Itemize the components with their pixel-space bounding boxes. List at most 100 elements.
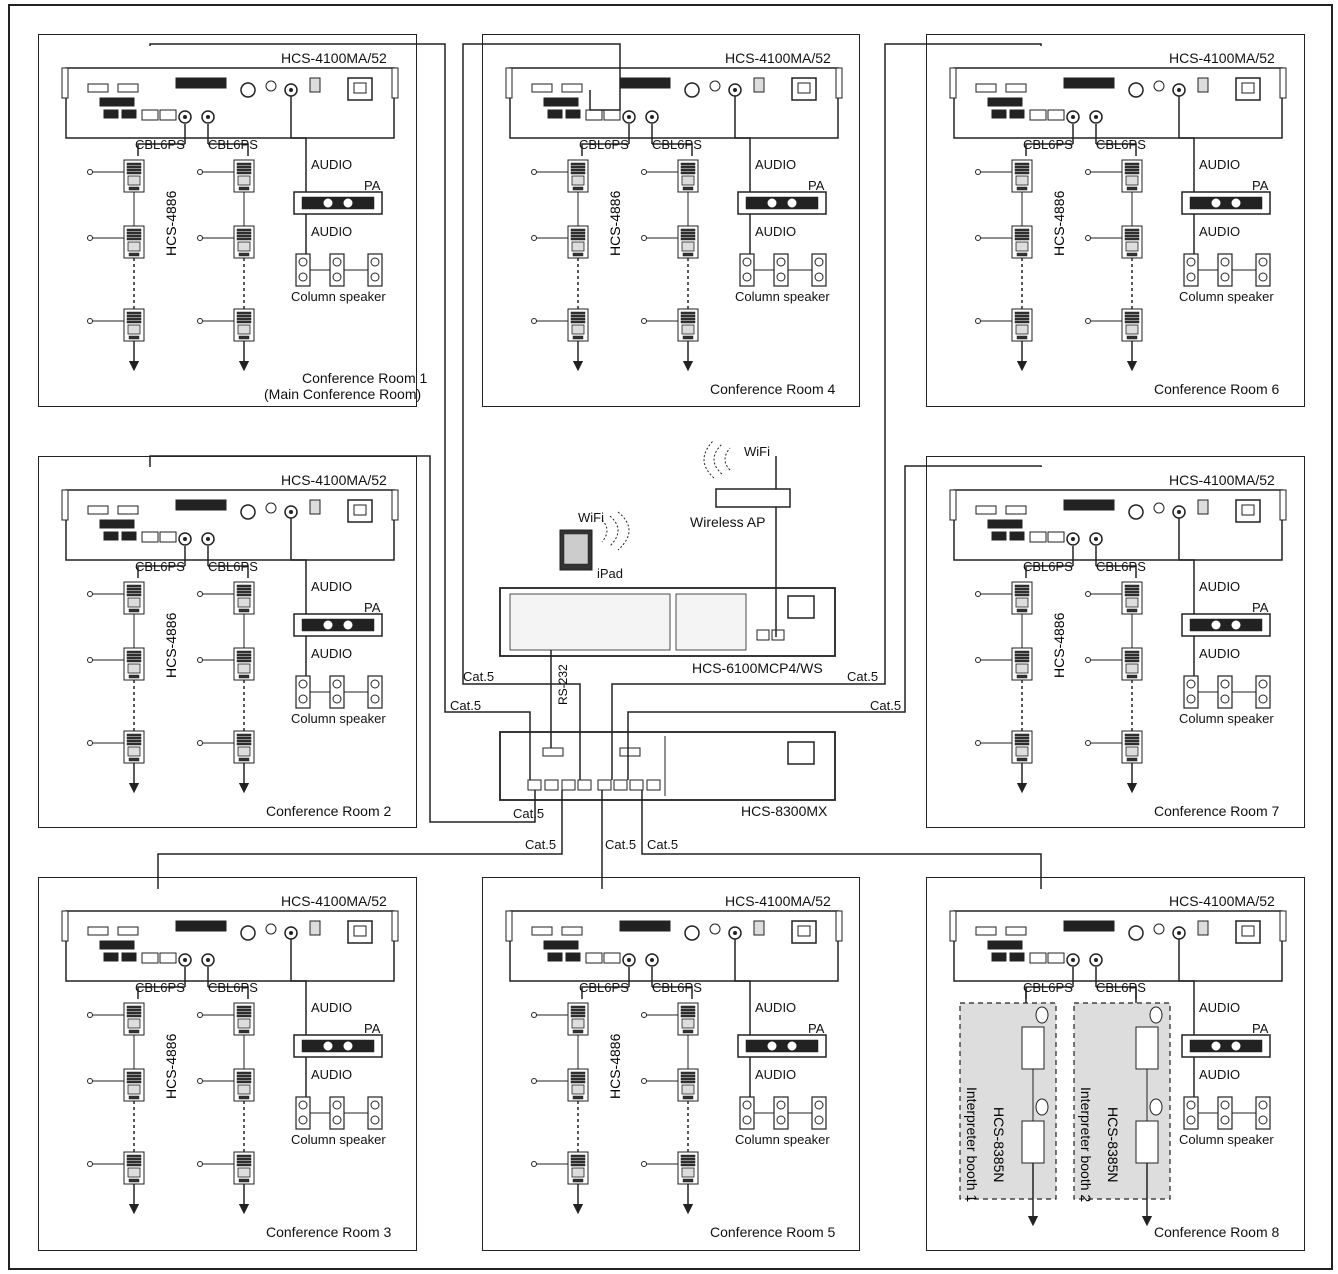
column-speaker-label: Column speaker (735, 1133, 830, 1146)
cat5-port (630, 780, 643, 790)
device-model-label: HCS-4100MA/52 (1169, 894, 1275, 908)
cat5-label-r5: Cat.5 (605, 838, 636, 851)
audio-label-bottom: AUDIO (1199, 647, 1240, 660)
cable-label-right: CBL6PS (208, 560, 258, 573)
room-box-7 (926, 456, 1305, 828)
power-socket (788, 596, 814, 618)
wifi-signal-icon (602, 512, 629, 550)
interpreter-unit-label: HCS-8385N (1105, 1107, 1121, 1182)
room-box-8 (926, 877, 1305, 1251)
delegate-unit-label: HCS-4886 (1051, 191, 1067, 256)
room-box-6 (926, 34, 1305, 407)
pa-label: PA (364, 601, 380, 614)
device-model-label: HCS-4100MA/52 (281, 894, 387, 908)
power-socket (788, 742, 814, 764)
control-panel-left (510, 594, 670, 650)
ipad-label: iPad (597, 567, 623, 580)
cable-label-right: CBL6PS (652, 138, 702, 151)
audio-label-bottom: AUDIO (311, 647, 352, 660)
pa-label: PA (364, 179, 380, 192)
cable-label-right: CBL6PS (1096, 560, 1146, 573)
column-speaker-label: Column speaker (291, 1133, 386, 1146)
controller-label: HCS-6100MCP4/WS (692, 661, 823, 675)
audio-label-top: AUDIO (311, 1001, 352, 1014)
room-name-label: Conference Room 8 (1154, 1225, 1279, 1239)
control-panel-mid (676, 594, 746, 650)
cat5-label-r3: Cat.5 (525, 838, 556, 851)
cat5-label-r7: Cat.5 (870, 699, 901, 712)
device-model-label: HCS-4100MA/52 (281, 473, 387, 487)
cable-label-left: CBL6PS (1023, 138, 1073, 151)
device-model-label: HCS-4100MA/52 (281, 51, 387, 65)
audio-label-top: AUDIO (1199, 158, 1240, 171)
column-speaker-label: Column speaker (1179, 1133, 1274, 1146)
cat5-label-r2: Cat.5 (513, 807, 544, 820)
audio-label-top: AUDIO (311, 580, 352, 593)
audio-label-bottom: AUDIO (755, 225, 796, 238)
lan-port (757, 630, 769, 640)
lan-port (772, 630, 784, 640)
audio-label-top: AUDIO (1199, 1001, 1240, 1014)
room-box-2 (38, 456, 417, 828)
cat5-label-r8: Cat.5 (647, 838, 678, 851)
pa-label: PA (1252, 601, 1268, 614)
interpreter-booth-label: Interpreter booth 2 (1078, 1087, 1094, 1202)
room-name-label: Conference Room 3 (266, 1225, 391, 1239)
cat5-label-r6: Cat.5 (847, 670, 878, 683)
device-model-label: HCS-4100MA/52 (1169, 51, 1275, 65)
cable-label-left: CBL6PS (1023, 981, 1073, 994)
column-speaker-label: Column speaker (1179, 290, 1274, 303)
rs232-label: RS-232 (556, 664, 570, 705)
cat5-label-r4: Cat.5 (463, 670, 494, 683)
rs232-port (543, 748, 563, 756)
cable-label-left: CBL6PS (579, 138, 629, 151)
cat5-port (562, 780, 575, 790)
cat5-port (614, 780, 627, 790)
cable-label-left: CBL6PS (1023, 560, 1073, 573)
cable-label-right: CBL6PS (208, 138, 258, 151)
pa-label: PA (364, 1022, 380, 1035)
room-name-label: Conference Room 2 (266, 804, 391, 818)
cable-label-right: CBL6PS (652, 981, 702, 994)
room-name-label: Conference Room 5 (710, 1225, 835, 1239)
matrix-label: HCS-8300MX (741, 804, 827, 818)
cat5-port (598, 780, 611, 790)
cat5-port (528, 780, 541, 790)
cat5-port (578, 780, 591, 790)
wireless-ap-label: Wireless AP (690, 515, 765, 529)
delegate-unit-label: HCS-4886 (163, 613, 179, 678)
room-name-label: Conference Room 4 (710, 382, 835, 396)
audio-label-bottom: AUDIO (311, 225, 352, 238)
cat5-port (545, 780, 558, 790)
cable-label-left: CBL6PS (135, 981, 185, 994)
audio-label-top: AUDIO (1199, 580, 1240, 593)
audio-label-bottom: AUDIO (1199, 1068, 1240, 1081)
room-name-label: Conference Room 7 (1154, 804, 1279, 818)
room-name-sublabel: (Main Conference Room) (264, 387, 421, 401)
audio-label-top: AUDIO (755, 158, 796, 171)
wifi-signal-icon (704, 440, 730, 478)
cat5-port (647, 780, 660, 790)
wireless-ap-icon (716, 489, 790, 507)
rs232-port (620, 748, 640, 756)
pa-label: PA (1252, 179, 1268, 192)
device-model-label: HCS-4100MA/52 (1169, 473, 1275, 487)
delegate-unit-label: HCS-4886 (163, 191, 179, 256)
interpreter-unit-label: HCS-8385N (991, 1107, 1007, 1182)
device-model-label: HCS-4100MA/52 (725, 51, 831, 65)
cable-label-left: CBL6PS (135, 138, 185, 151)
delegate-unit-label: HCS-4886 (607, 1034, 623, 1099)
room-box-3 (38, 877, 417, 1251)
cable-label-left: CBL6PS (135, 560, 185, 573)
pa-label: PA (1252, 1022, 1268, 1035)
audio-label-bottom: AUDIO (311, 1068, 352, 1081)
room-name-label: Conference Room 6 (1154, 382, 1279, 396)
column-speaker-label: Column speaker (1179, 712, 1274, 725)
cable-label-right: CBL6PS (208, 981, 258, 994)
ipad-screen (564, 534, 588, 564)
column-speaker-label: Column speaker (735, 290, 830, 303)
room-name-label: Conference Room 1 (302, 371, 427, 385)
column-speaker-label: Column speaker (291, 712, 386, 725)
column-speaker-label: Column speaker (291, 290, 386, 303)
ap-wifi-label: WiFi (744, 445, 770, 458)
